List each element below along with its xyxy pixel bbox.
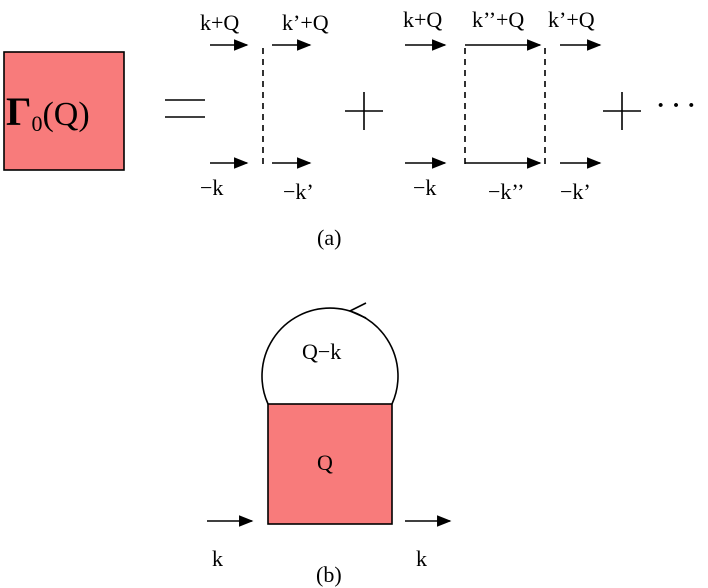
term1-bottom-in-label: −k bbox=[200, 175, 223, 200]
term2-top-in-label: k+Q bbox=[403, 7, 442, 32]
out-label: k bbox=[416, 546, 427, 571]
panel-a: Γ0(Q) k+Q k’+Q −k −k’ bbox=[3, 7, 701, 250]
term2-bottom-out-label: −k’ bbox=[560, 179, 591, 204]
caption-a: (a) bbox=[317, 225, 341, 250]
vertex-q-label: Q bbox=[317, 450, 333, 475]
panel-b: Q−k Q k k (b) bbox=[207, 302, 452, 587]
term2-top-out-label: k’+Q bbox=[548, 7, 595, 32]
term-2: k+Q k’’+Q k’+Q −k −k’’ −k’ bbox=[403, 7, 602, 204]
term1-bottom-out-label: −k’ bbox=[283, 179, 314, 204]
plus-sign-1 bbox=[345, 92, 383, 130]
term1-top-in-label: k+Q bbox=[200, 10, 239, 35]
plus-sign-2 bbox=[603, 92, 641, 130]
ellipsis: ··· bbox=[655, 87, 701, 124]
term2-bottom-mid-label: −k’’ bbox=[488, 179, 524, 204]
caption-b: (b) bbox=[316, 562, 342, 587]
equals-sign bbox=[165, 99, 205, 118]
term-1: k+Q k’+Q −k −k’ bbox=[200, 10, 329, 204]
vertex-gamma0-box bbox=[3, 51, 125, 171]
loop-arrow-icon bbox=[348, 302, 367, 319]
term2-bottom-in-label: −k bbox=[413, 175, 436, 200]
loop-label: Q−k bbox=[302, 339, 341, 364]
term2-top-mid-label: k’’+Q bbox=[472, 7, 524, 32]
term1-top-out-label: k’+Q bbox=[282, 10, 329, 35]
in-label: k bbox=[212, 546, 223, 571]
loop-propagator bbox=[261, 307, 399, 405]
vertex-q-box bbox=[267, 403, 393, 525]
vertex-gamma0-label: Γ0(Q) bbox=[6, 89, 90, 136]
